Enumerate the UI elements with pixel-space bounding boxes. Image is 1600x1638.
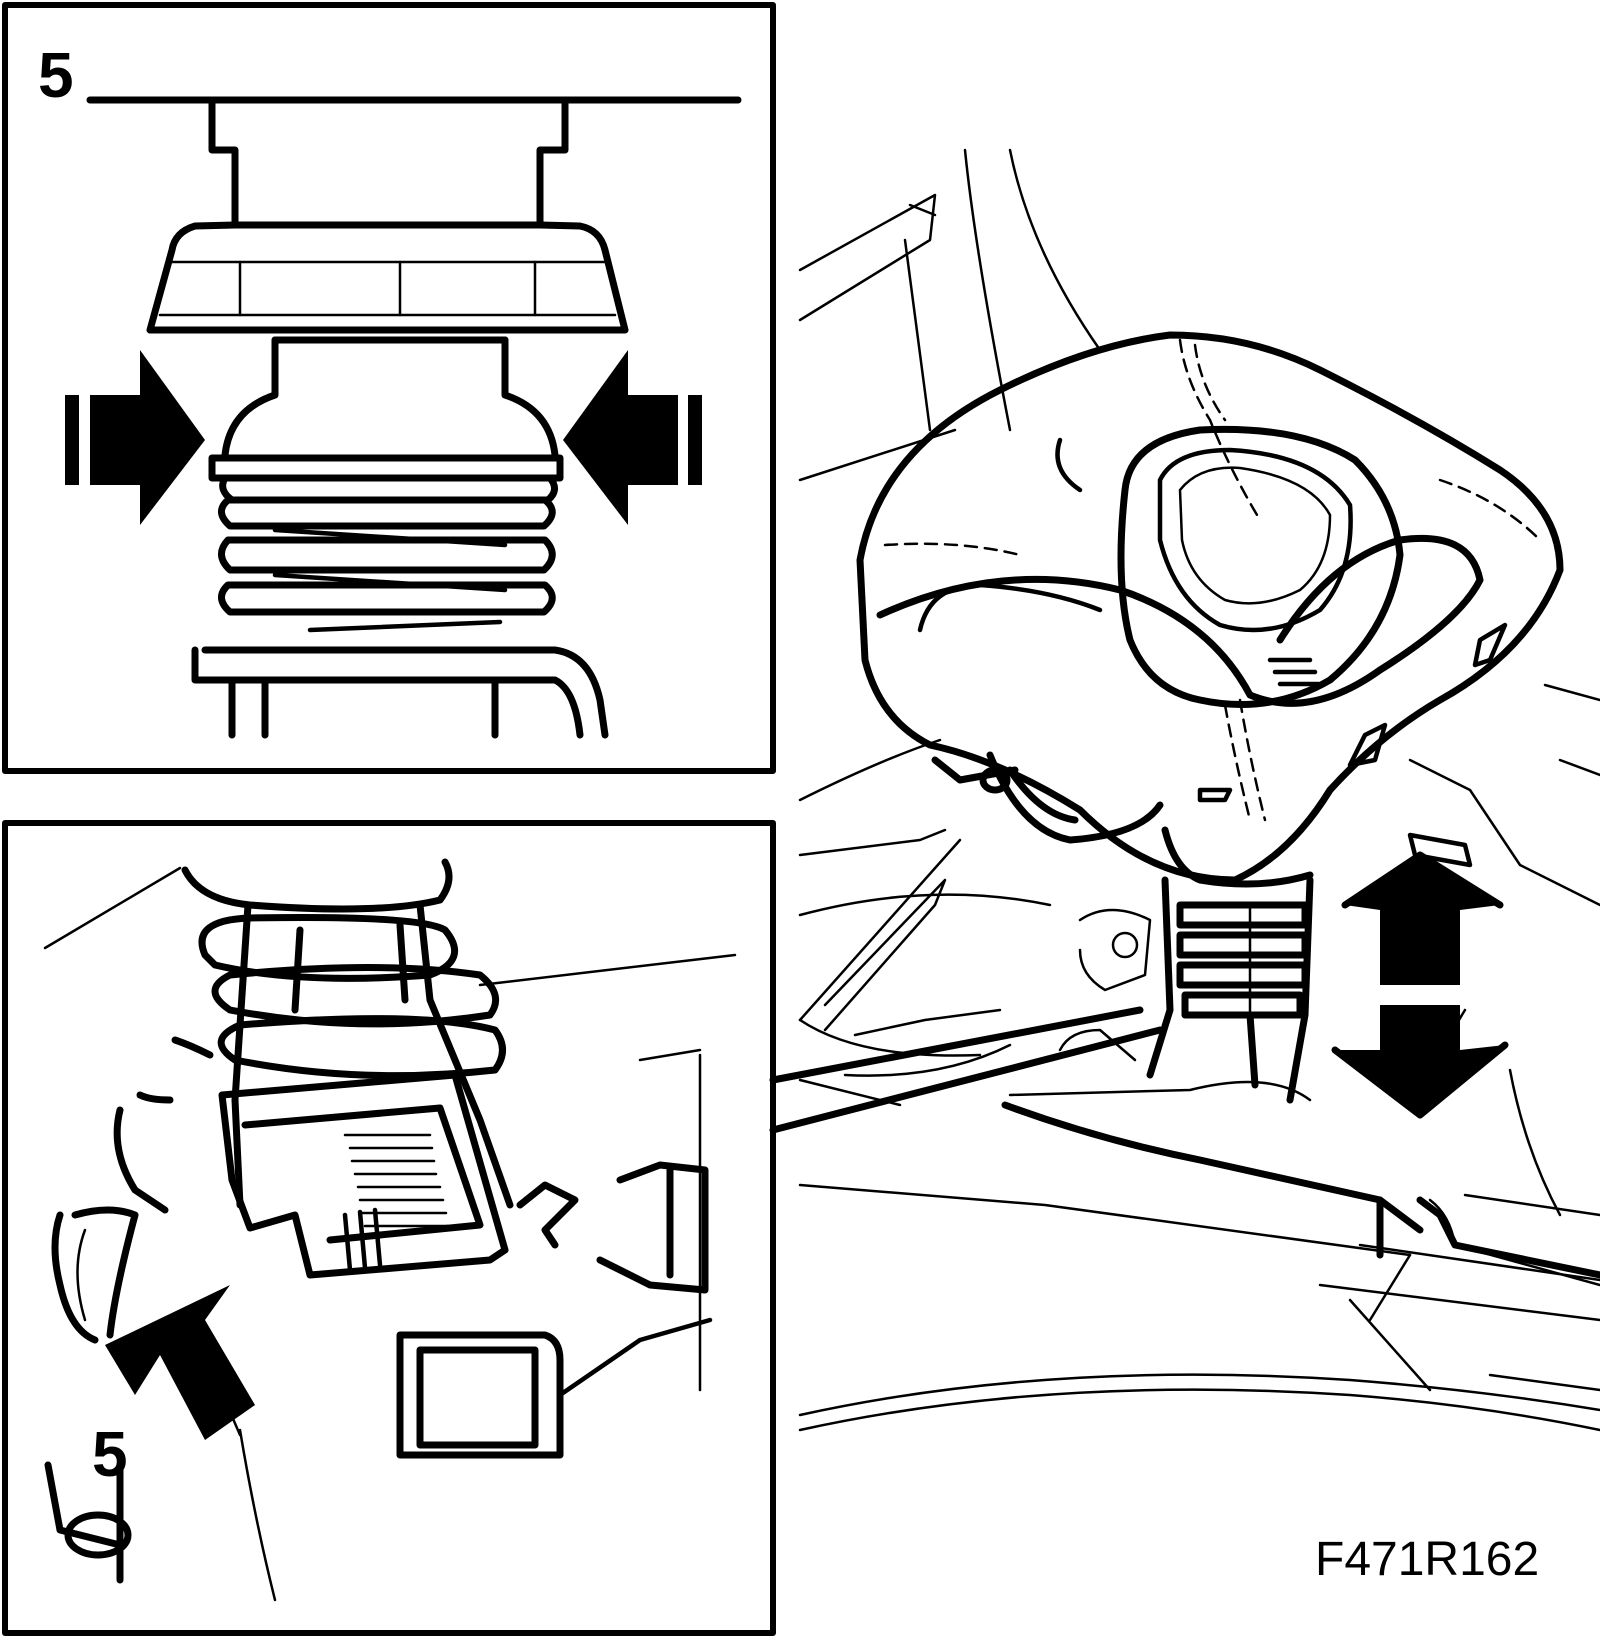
spring-coils: [181, 858, 506, 1080]
pointer-arrow-icon: [105, 1285, 255, 1440]
callout-number-top: 5: [38, 39, 74, 111]
shift-boot: [856, 331, 1564, 884]
leader-line-lower: [769, 1026, 1164, 1134]
squeeze-arrow-left-icon: [65, 350, 205, 525]
bellows-boot-top: [208, 454, 564, 633]
figure-id: F471R162: [1315, 1533, 1539, 1586]
squeeze-arrow-right-icon: [563, 350, 702, 525]
detail-panel-bottom: 5: [2, 820, 776, 1636]
callout-number-bottom: 5: [92, 1418, 128, 1490]
leader-line-upper: [769, 1006, 1144, 1084]
gear-knob: [1117, 425, 1404, 708]
detail-panel-top: 5: [2, 2, 776, 774]
label-plate: [218, 1071, 509, 1279]
shift-spring: [1176, 901, 1309, 1019]
double-vertical-arrow-icon: [1331, 851, 1509, 1119]
main-view: F471R162: [798, 148, 1600, 1586]
